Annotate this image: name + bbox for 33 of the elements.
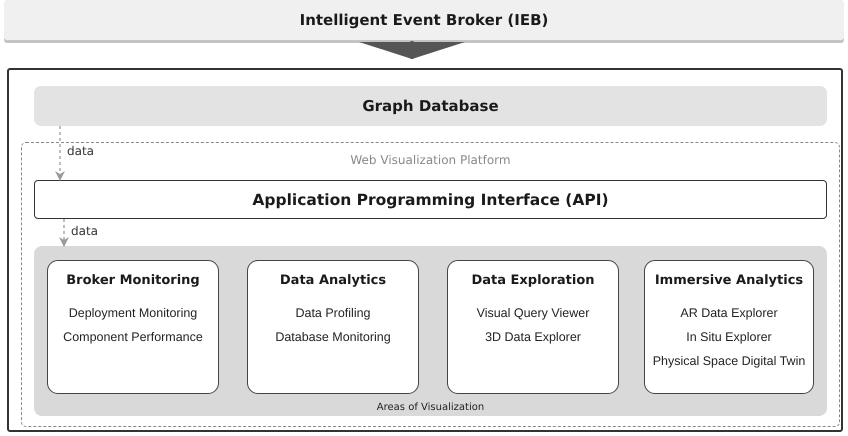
card-item: 3D Data Explorer	[485, 330, 581, 345]
card-title: Broker Monitoring	[66, 273, 200, 288]
database-bar	[34, 86, 827, 126]
card-item: Database Monitoring	[275, 330, 391, 345]
area-card	[447, 260, 619, 394]
card-item: Component Performance	[63, 330, 203, 345]
area-card	[247, 260, 419, 394]
platform-label: Web Visualization Platform	[349, 153, 512, 167]
system-frame	[7, 68, 843, 432]
platform-container	[21, 142, 840, 427]
panel-label: Areas of Visualization	[376, 402, 486, 413]
chevron-arrow	[359, 41, 465, 59]
card-item: Deployment Monitoring	[68, 306, 198, 321]
api-title: Application Programming Interface (API)	[252, 190, 609, 208]
card-title: Data Exploration	[471, 273, 595, 288]
card-item: In Situ Explorer	[686, 330, 772, 345]
edge-label: data	[66, 144, 96, 158]
area-card	[47, 260, 219, 394]
card-title: Immersive Analytics	[654, 273, 804, 288]
card-item: Physical Space Digital Twin	[652, 354, 806, 369]
api-bar	[34, 180, 827, 219]
database-title: Graph Database	[362, 97, 499, 115]
header-title: Intelligent Event Broker (IEB)	[300, 11, 548, 29]
card-item: Data Profiling	[295, 306, 371, 321]
arrow	[59, 219, 69, 247]
area-card	[644, 260, 814, 394]
card-title: Data Analytics	[280, 273, 386, 288]
card-item: AR Data Explorer	[680, 306, 778, 321]
edge-label: data	[70, 224, 100, 238]
areas-panel	[34, 246, 827, 416]
header-band	[4, 0, 844, 40]
arrow	[55, 126, 65, 181]
card-item: Visual Query Viewer	[476, 306, 590, 321]
